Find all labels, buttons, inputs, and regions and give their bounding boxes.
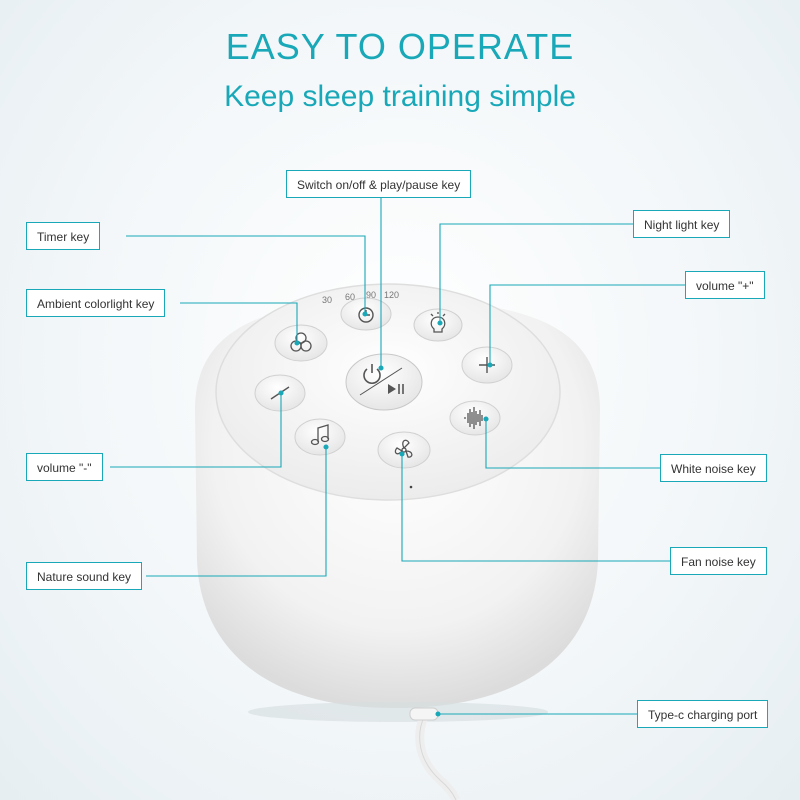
music-note-icon <box>310 424 330 446</box>
page-subtitle: Keep sleep training simple <box>224 80 576 113</box>
device-shadow <box>248 702 548 722</box>
ambient-light-button[interactable] <box>274 324 328 362</box>
callout-lines <box>110 197 685 717</box>
power-play-pause-button[interactable] <box>345 353 423 411</box>
label-volume-up: volume "+" <box>685 271 765 299</box>
label-fan-noise: Fan noise key <box>670 547 767 575</box>
volume-up-button[interactable] <box>461 346 513 384</box>
label-volume-down: volume "-" <box>26 453 103 481</box>
power-play-pause-icon <box>359 364 404 396</box>
night-light-button[interactable] <box>413 308 463 342</box>
timer-mark-60: 60 <box>345 292 355 302</box>
fan-noise-button[interactable] <box>377 431 431 469</box>
label-timer: Timer key <box>26 222 101 250</box>
white-noise-button[interactable] <box>449 400 501 436</box>
timer-mark-90: 90 <box>366 290 376 300</box>
type-c-plug <box>409 707 439 721</box>
sound-wave-icon <box>464 407 486 429</box>
timer-mark-120: 120 <box>384 290 399 300</box>
timer-mark-30: 30 <box>322 295 332 305</box>
bulb-icon <box>430 312 446 333</box>
label-type-c-port: Type-c charging port <box>637 700 769 728</box>
timer-marks: 30 60 90 120 <box>322 290 399 305</box>
label-night-light: Night light key <box>633 210 731 238</box>
indicator-dot <box>409 485 413 489</box>
charging-cable <box>409 707 461 800</box>
page-title: EASY TO OPERATE <box>225 26 575 67</box>
label-white-noise: White noise key <box>660 454 767 482</box>
label-ambient-light: Ambient colorlight key <box>26 289 166 317</box>
label-power-play-pause: Switch on/off & play/pause key <box>286 170 472 198</box>
label-nature-sound: Nature sound key <box>26 562 143 590</box>
nature-sound-button[interactable] <box>294 418 346 456</box>
